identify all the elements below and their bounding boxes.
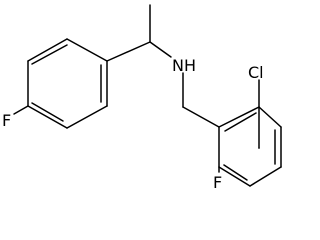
fluorophenyl-ring — [27, 38, 108, 129]
chlorofluorophenyl-ring — [218, 106, 282, 187]
bond-ring1-f — [13, 105, 29, 115]
bond-ch-to-ring1 — [106, 41, 151, 62]
bond-ch2-to-ring2 — [182, 106, 220, 128]
atom-label-nh: NH — [172, 56, 196, 75]
molecule-svg: F NH Cl F — [2, 4, 282, 191]
bond-ch-to-nh — [149, 41, 172, 58]
structure-diagram: F NH Cl F — [2, 4, 282, 191]
atom-label-f-bottom: F — [213, 173, 222, 191]
atom-label-cl: Cl — [248, 63, 264, 82]
atom-label-f-left: F — [2, 111, 11, 130]
